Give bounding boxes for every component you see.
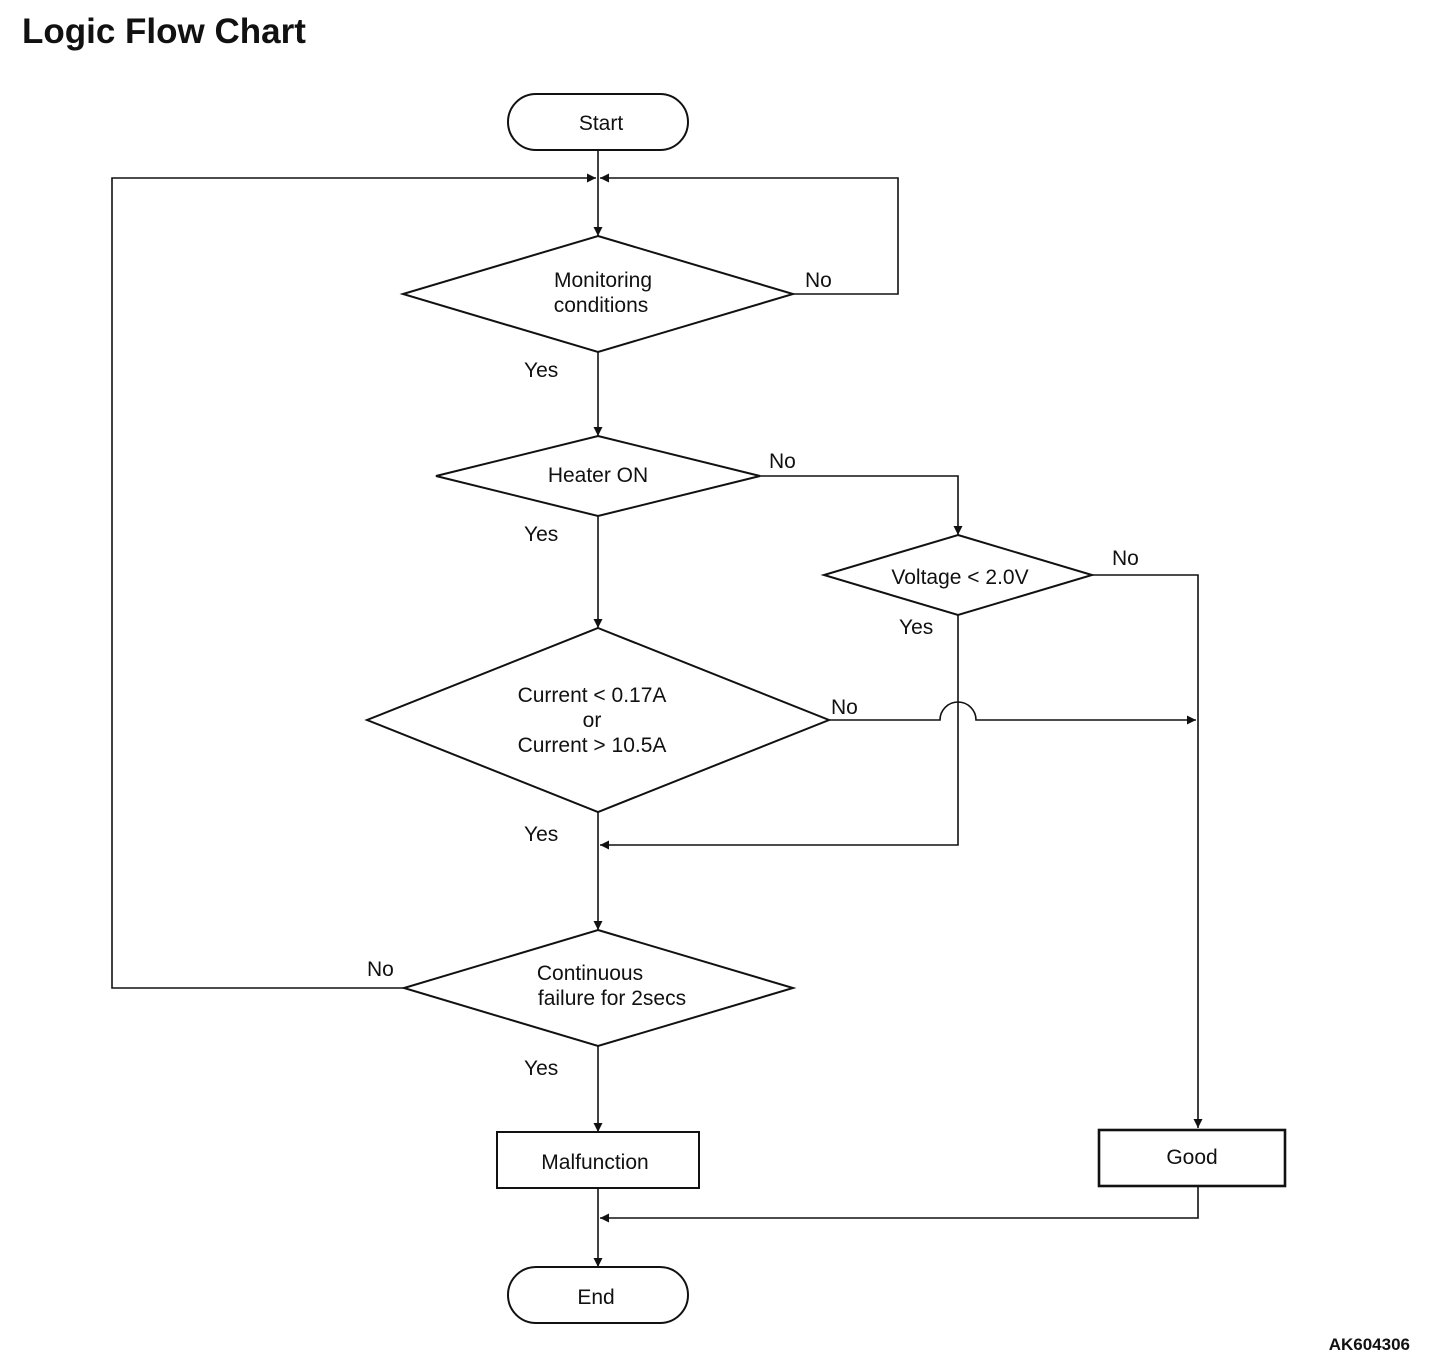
start-node: Start — [507, 93, 689, 151]
connector-continuous-no-loop — [111, 173, 596, 989]
current-label-line3: Current > 10.5A — [518, 734, 667, 757]
branch-label-heater-yes: Yes — [524, 523, 558, 546]
malfunction-node: Malfunction — [496, 1131, 700, 1189]
page-title: Logic Flow Chart — [22, 12, 306, 51]
figure-code: AK604306 — [1329, 1335, 1410, 1354]
monitoring-conditions-decision: Monitoring conditions — [399, 234, 797, 354]
current-decision: Current < 0.17A or Current > 10.5A — [364, 626, 832, 814]
branch-label-heater-no: No — [769, 450, 796, 473]
branch-label-continuous-no: No — [367, 958, 394, 981]
connector-monitoring-no-loop — [600, 173, 899, 295]
voltage-decision: Voltage < 2.0V — [820, 533, 1096, 617]
connector-heater-no-to-voltage — [760, 475, 963, 535]
start-label: Start — [579, 112, 624, 135]
monitoring-label-line1: Monitoring — [554, 269, 652, 292]
good-label: Good — [1166, 1146, 1217, 1169]
monitoring-label-line2: conditions — [554, 294, 649, 317]
end-label: End — [577, 1286, 614, 1309]
heater-on-decision: Heater ON — [435, 434, 761, 518]
branch-label-voltage-yes: Yes — [899, 616, 933, 639]
voltage-label: Voltage < 2.0V — [891, 566, 1028, 589]
continuous-label-line1: Continuous — [537, 962, 643, 985]
connector-voltage-no-to-good — [1092, 574, 1203, 1128]
branch-label-current-no: No — [831, 696, 858, 719]
connector-good-to-end — [600, 1186, 1199, 1223]
branch-label-current-yes: Yes — [524, 823, 558, 846]
end-node: End — [507, 1266, 689, 1324]
continuous-failure-decision: Continuous failure for 2secs — [400, 928, 797, 1048]
branch-label-monitoring-yes: Yes — [524, 359, 558, 382]
branch-label-monitoring-no: No — [805, 269, 832, 292]
branch-label-continuous-yes: Yes — [524, 1057, 558, 1080]
heater-label: Heater ON — [548, 464, 648, 487]
current-label-line2: or — [583, 709, 602, 732]
good-node: Good — [1097, 1128, 1287, 1188]
current-label-line1: Current < 0.17A — [518, 684, 667, 707]
continuous-label-line2: failure for 2secs — [538, 987, 686, 1010]
branch-label-voltage-no: No — [1112, 547, 1139, 570]
connector-current-no-to-good — [829, 701, 1196, 725]
malfunction-label: Malfunction — [541, 1151, 648, 1174]
connector-voltage-yes-to-merge — [600, 615, 959, 850]
